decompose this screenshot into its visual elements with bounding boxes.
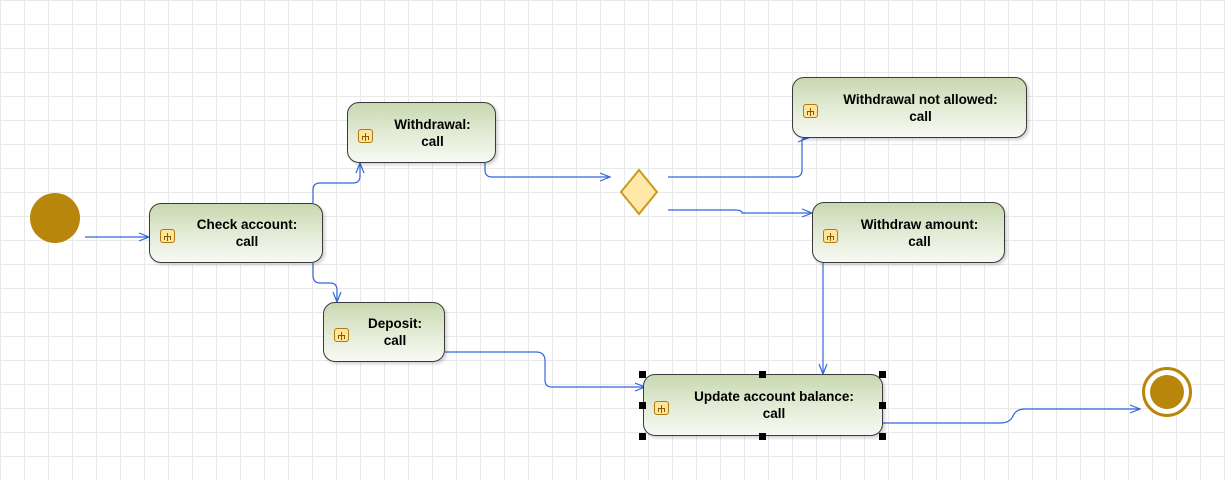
selection-handle-bottom-right[interactable] (879, 433, 886, 440)
selection-handle-right[interactable] (879, 402, 886, 409)
node-update-account-balance[interactable]: Update account balance: call (643, 374, 883, 436)
selection-handle-top-left[interactable] (639, 371, 646, 378)
edge-decision-to-not-allowed (668, 138, 808, 178)
edge-check-account-to-withdrawal (312, 163, 360, 203)
call-behavior-icon (803, 103, 818, 118)
call-behavior-icon (823, 228, 838, 243)
call-behavior-icon (334, 328, 349, 342)
node-label: Withdrawal: call (394, 116, 471, 149)
edge-deposit-to-update-balance (445, 351, 645, 387)
node-withdrawal[interactable]: Withdrawal: call (347, 102, 496, 163)
selection-handle-bottom[interactable] (759, 433, 766, 440)
selection-handle-top-right[interactable] (879, 371, 886, 378)
decision-node[interactable] (619, 168, 659, 216)
node-deposit[interactable]: Deposit: call (323, 302, 445, 362)
selection-handle-bottom-left[interactable] (639, 433, 646, 440)
edge-check-account-to-deposit (312, 263, 337, 302)
initial-node[interactable] (30, 193, 80, 243)
call-behavior-icon (358, 128, 373, 143)
node-label: Update account balance: call (694, 389, 854, 421)
node-label: Deposit: call (368, 316, 422, 348)
edge-withdrawal-to-decision (484, 163, 610, 177)
call-behavior-icon (654, 401, 669, 415)
node-withdrawal-not-allowed[interactable]: Withdrawal not allowed: call (792, 77, 1027, 138)
selection-handle-top[interactable] (759, 371, 766, 378)
node-withdraw-amount[interactable]: Withdraw amount: call (812, 202, 1005, 263)
node-label: Withdraw amount: call (860, 216, 979, 249)
node-label: Withdrawal not allowed: call (843, 91, 998, 124)
node-check-account[interactable]: Check account: call (149, 203, 323, 263)
node-label: Check account: call (196, 217, 298, 249)
call-behavior-icon (160, 229, 175, 243)
edge-decision-to-withdraw-amount (668, 210, 812, 213)
final-node[interactable] (1142, 367, 1192, 417)
edge-update-balance-to-end (882, 409, 1140, 424)
selection-handle-left[interactable] (639, 402, 646, 409)
